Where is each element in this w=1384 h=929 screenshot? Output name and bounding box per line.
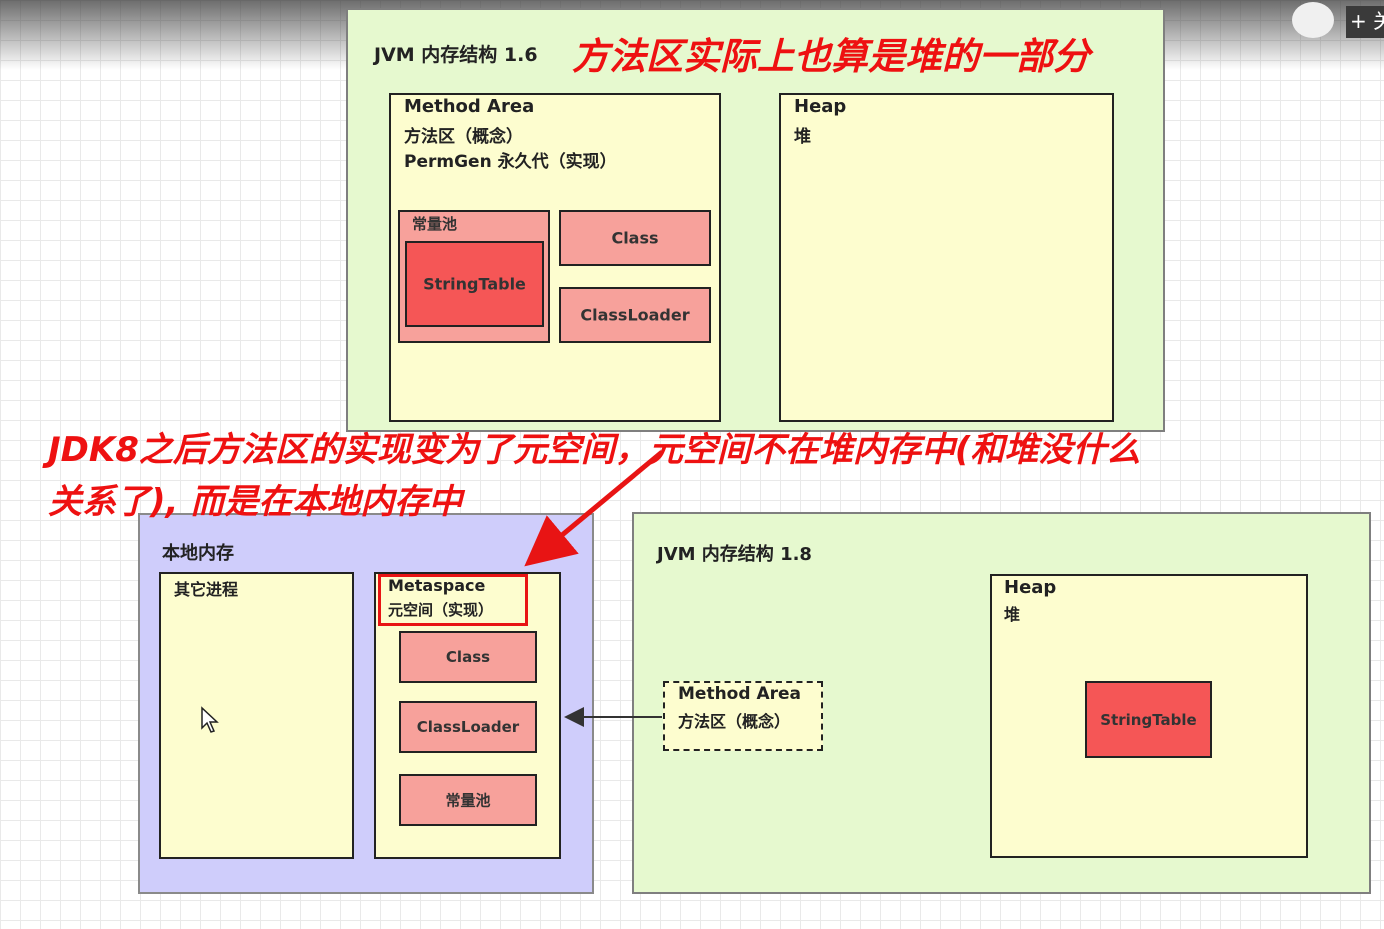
annotation-middle-line2: 关系了), 而是在本地内存中: [48, 482, 463, 522]
jvm18-title: JVM 内存结构 1.8: [657, 544, 812, 565]
jvm16-method-area-impl: PermGen 永久代（实现）: [404, 152, 617, 172]
other-process-label: 其它进程: [174, 580, 239, 599]
jvm16-title: JVM 内存结构 1.6: [374, 44, 538, 66]
native-classloader: ClassLoader: [399, 701, 537, 753]
jvm16-heap-title: Heap: [794, 96, 847, 117]
channel-logo-icon: [1292, 2, 1334, 38]
native-const-pool-label: 常量池: [445, 791, 491, 810]
jvm16-heap-subtitle: 堆: [794, 127, 811, 147]
follow-button[interactable]: + 关: [1346, 6, 1384, 38]
native-class: Class: [399, 631, 537, 683]
native-class-label: Class: [445, 648, 491, 666]
native-const-pool: 常量池: [399, 774, 537, 826]
jvm18-string-table: StringTable: [1085, 681, 1212, 758]
jvm18-method-area-concept: 方法区（概念）: [678, 712, 791, 731]
mouse-cursor-icon: [201, 706, 219, 733]
jvm16-const-pool-label: 常量池: [412, 215, 458, 233]
jvm16-classloader: ClassLoader: [559, 287, 711, 343]
jvm16-class: Class: [559, 210, 711, 266]
annotation-top: 方法区实际上也算是堆的一部分: [572, 35, 1090, 78]
metaspace-highlight: [378, 574, 528, 626]
jvm16-class-label: Class: [611, 228, 659, 248]
jvm18-string-table-label: StringTable: [1100, 710, 1197, 729]
jvm16-string-table-label: StringTable: [423, 274, 526, 294]
jvm16-string-table: StringTable: [405, 241, 544, 327]
metaspace-subtitle: 元空间（实现）: [388, 601, 494, 619]
jvm18-method-area: [663, 681, 823, 751]
annotation-middle-line1: JDK8之后方法区的实现变为了元空间，元空间不在堆内存中(和堆没什么: [48, 430, 1141, 470]
jvm16-classloader-label: ClassLoader: [580, 305, 690, 325]
jvm16-method-area-concept: 方法区（概念）: [404, 127, 523, 147]
red-arrow: [524, 450, 664, 567]
metaspace-title: Metaspace: [388, 576, 486, 595]
jvm18-heap-title: Heap: [1004, 577, 1057, 598]
jvm18-method-area-title: Method Area: [678, 684, 801, 704]
native-memory-title: 本地内存: [162, 543, 234, 564]
native-classloader-label: ClassLoader: [416, 718, 520, 736]
jvm16-heap: [779, 93, 1114, 422]
jvm18-heap-subtitle: 堆: [1004, 605, 1021, 624]
other-process-box: [159, 572, 354, 859]
jvm16-method-area-title: Method Area: [404, 96, 535, 117]
